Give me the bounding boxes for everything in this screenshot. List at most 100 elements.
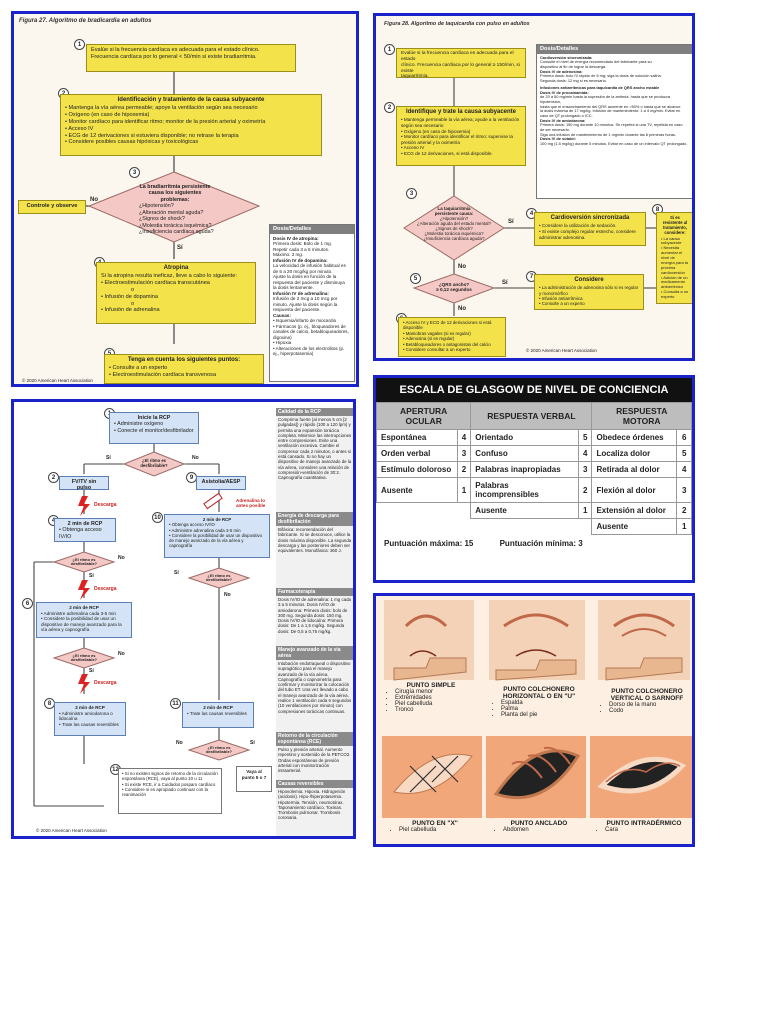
decision-diamond [403, 195, 505, 261]
max-score: Puntuación máxima: 15 [384, 539, 474, 548]
glasgow-table: APERTURA OCULAR RESPUESTA VERBAL RESPUES… [376, 402, 692, 535]
step-number: 1 [384, 44, 395, 55]
no-label: No [458, 306, 466, 312]
no-label: No [118, 555, 125, 561]
suture-item: PUNTO COLCHONERO VERTICAL O SARNOFF Dors… [600, 688, 692, 714]
adrenaline-asap-label: Adrenalina lo antes posible [236, 498, 266, 509]
no-label: No [192, 455, 199, 461]
yes-label: Sí [106, 455, 111, 461]
glasgow-footer: Puntuación máxima: 15 Puntuación mínima:… [376, 535, 692, 552]
narrow-qrs-box: • Acceso IV y ECG de 12 derivaciones si … [398, 317, 506, 357]
figure-title: Figura 27. Algoritmo de bradicardia en a… [19, 18, 152, 24]
suture-title: PUNTO COLCHONERO VERTICAL O SARNOFF [610, 688, 684, 702]
details-body: Pulso y presión arterial. Aumento repent… [276, 746, 353, 780]
suture-item: PUNTO SIMPLE Cirugía menorExtremidadesPi… [386, 682, 476, 713]
horizontal-mattress-illustration [489, 600, 585, 681]
decision-diamond [187, 567, 251, 589]
asystole-pea-box: Asistolia/AESP [196, 476, 246, 490]
details-title: Energía de descarga para desfibrilación [276, 512, 353, 526]
copyright: © 2020 American Heart Association [22, 378, 93, 383]
yes-label: Sí [508, 219, 514, 225]
details-title: Retorno de la circulación espontánea (RC… [276, 732, 353, 746]
suture-item: PUNTO EN "X" Piel cabelluda [390, 820, 480, 833]
copyright: © 2020 American Heart Association [36, 828, 107, 833]
flow-lines [403, 78, 656, 316]
yes-label: Sí [250, 740, 255, 746]
suture-illustrations [382, 600, 692, 818]
copyright: © 2020 American Heart Association [526, 348, 597, 353]
box-title: Inicie la RCP [137, 415, 171, 421]
cpr-box-6: 2 min de RCP • Administre adrenalina cad… [36, 602, 132, 638]
details-title: Dosis/Detalles [270, 225, 354, 234]
step-number: 11 [170, 698, 181, 709]
cpr-details-sidebar: Calidad de la RCP Comprima fuerte (al me… [276, 408, 353, 836]
cpr-box-4: 2 min de RCP • Obtenga acceso IV/IO [54, 518, 116, 542]
box-title: Considere [574, 277, 604, 283]
yes-label: Sí [502, 280, 508, 286]
details-title: Dosis/Detalles [537, 45, 692, 54]
details-body: Hipovolemia. Hipoxia. Hidrogenión (acido… [276, 788, 353, 836]
dosage-details: Dosis/Detalles Cardioversión sincronizad… [536, 44, 692, 199]
step-number: 6 [22, 598, 33, 609]
treat-cause-box: Identifique y trate la causa subyacente … [396, 106, 526, 166]
decision-diamond [87, 171, 261, 243]
step-number: 3 [406, 188, 417, 199]
decision-diamond-wide-qrs [412, 273, 496, 304]
bradycardia-algorithm-panel: Figura 27. Algoritmo de bradicardia en a… [11, 11, 359, 387]
assess-box: Evalúe si la frecuencia cardíaca es adec… [396, 48, 526, 79]
treat-cause-box: Identificación y tratamiento de la causa… [60, 94, 322, 156]
decision-diamond [52, 551, 116, 573]
suture-title: PUNTO ANCLADO [510, 820, 568, 827]
shock-label: Descarga [94, 680, 117, 686]
decision-diamond [187, 739, 251, 761]
suture-title: PUNTO SIMPLE [406, 682, 456, 689]
decision-diamond [122, 451, 186, 477]
box-title: Identificación y tratamiento de la causa… [117, 97, 265, 103]
intradermal-stitch-illustration [590, 736, 692, 818]
details-title: Manejo avanzado de la vía aérea [276, 646, 353, 660]
x-stitch-illustration [382, 736, 482, 818]
step-number: 1 [74, 39, 85, 50]
yes-label: Sí [89, 668, 94, 674]
no-label: No [224, 592, 231, 598]
rosc-box: • Si no existen signos de retorno de la … [118, 768, 222, 814]
wide-qrs-question: ¿QRS ancho?≥ 0,12 segundos [436, 282, 472, 293]
refractory-box: Si es resistente al tratamiento, conside… [656, 212, 692, 304]
no-label: No [118, 651, 125, 657]
box-title: 2 min de RCP [67, 521, 103, 527]
details-title: Farmacoterapia [276, 588, 353, 596]
no-label: No [176, 740, 183, 746]
dosage-details: Dosis/Detalles Dosis IV de atropina: Pri… [269, 224, 355, 382]
column-header: RESPUESTA MOTORA [591, 402, 692, 430]
shockable-question: ¿El ritmo es desfibrilable? [70, 557, 97, 567]
box-title: 2 min de RCP [75, 705, 105, 710]
yes-label: Sí [89, 573, 94, 579]
suture-title: PUNTO COLCHONERO HORIZONTAL O EN "U" [502, 686, 576, 700]
cpr-box-8: 2 min de RCP • Administre amiodarona o l… [54, 702, 126, 736]
box-title: 2 min de RCP [202, 517, 232, 522]
shock-icon [78, 496, 90, 516]
suture-item: PUNTO COLCHONERO HORIZONTAL O EN "U" Esp… [492, 686, 586, 718]
box-title: Cardioversión sincronizada [550, 215, 630, 221]
consider-box: Tenga en cuenta los siguientes puntos: •… [104, 354, 264, 384]
suture-title: PUNTO EN "X" [412, 820, 458, 827]
details-title: Causas reversibles [276, 780, 353, 788]
tachycardia-algorithm-panel: Figura 28. Algoritmo de taquicardia con … [373, 13, 695, 361]
suture-item: PUNTO ANCLADO Abdomen [494, 820, 584, 833]
yes-label: Sí [177, 245, 183, 251]
yes-label: Sí [174, 570, 179, 576]
box-title: 2 min de RCP [69, 605, 99, 610]
decision-text: La bradiarritmia persistente causa los s… [139, 184, 214, 236]
box-title: 2 min de RCP [203, 705, 233, 710]
figure-title: Figura 28. Algoritmo de taquicardia con … [384, 21, 530, 27]
cpr-box-11: 2 min de RCP • Trate las causas reversib… [182, 702, 254, 728]
atropine-box: Atropina Si la atropina resulta ineficaz… [96, 262, 256, 324]
glasgow-title: ESCALA DE GLASGOW DE NIVEL DE CONCIENCIA [376, 378, 692, 402]
flow-lines [86, 71, 261, 344]
vf-vt-box: FV/TV sin pulso [59, 476, 109, 491]
step-number: 2 [384, 102, 395, 113]
